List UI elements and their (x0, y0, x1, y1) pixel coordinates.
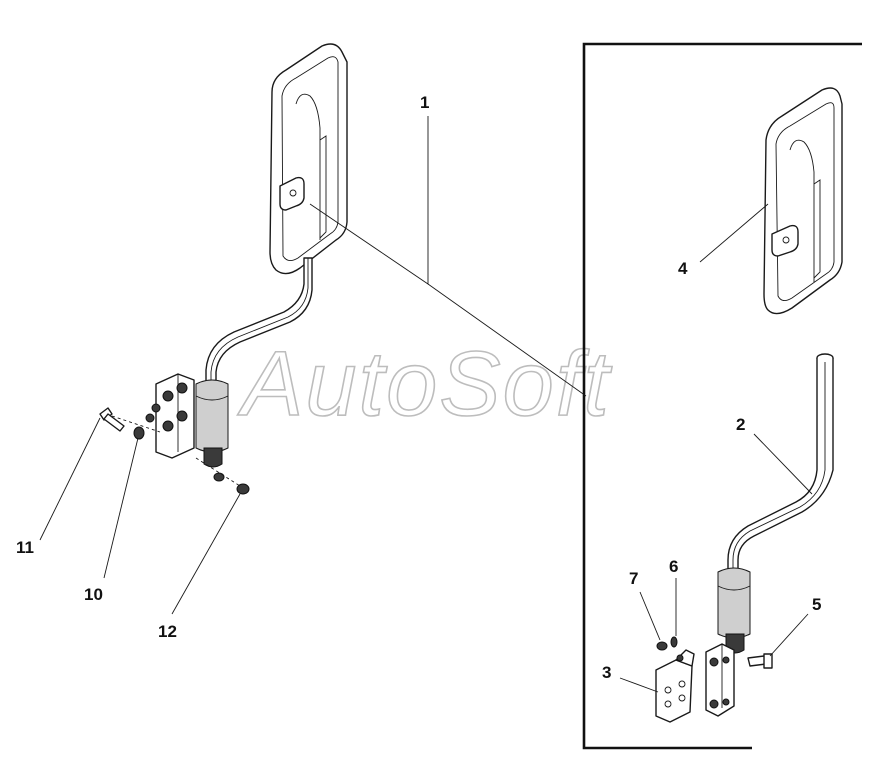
callout-11: 11 (16, 538, 34, 557)
leader-1-detail (427, 283, 587, 397)
mirror-arm-detail (727, 353, 834, 575)
washer-6 (670, 636, 678, 648)
leader-5 (769, 613, 809, 657)
bolt-5 (747, 653, 773, 669)
callout-2: 2 (736, 415, 745, 434)
callout-1: 1 (420, 93, 429, 112)
hinge-assembled (145, 373, 229, 468)
leader-4 (699, 203, 769, 263)
watermark: AutoSoft (237, 333, 612, 435)
leader-2 (753, 433, 813, 495)
leader-3 (619, 677, 659, 693)
callout-5: 5 (812, 595, 821, 614)
leader-10 (103, 437, 139, 579)
mirror-head-detail (763, 87, 843, 315)
callout-3: 3 (602, 663, 611, 682)
callout-4: 4 (678, 259, 688, 278)
leader-7 (639, 591, 661, 641)
hinge-plate-detail (705, 643, 735, 717)
detail-frame (582, 42, 862, 750)
bracket-3 (655, 649, 695, 723)
washer-10 (133, 426, 145, 440)
nut-12 (195, 457, 250, 495)
callout-7: 7 (629, 569, 638, 588)
hinge-detail (717, 567, 751, 654)
callout-10: 10 (84, 585, 103, 604)
callout-6: 6 (669, 557, 678, 576)
mirror-head-assembled (269, 43, 348, 275)
leader-11 (39, 417, 101, 541)
leader-12 (171, 493, 241, 615)
callout-12: 12 (158, 622, 177, 641)
nut-7 (656, 641, 668, 651)
bolt-11 (99, 407, 161, 433)
